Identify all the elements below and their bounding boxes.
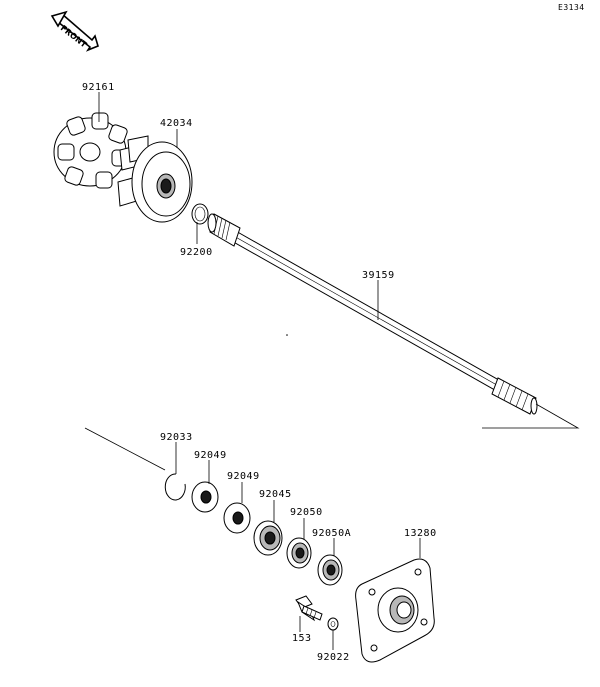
- part-label-92045: 92045: [259, 489, 292, 500]
- bolt-153: [295, 595, 323, 622]
- part-label-92161: 92161: [82, 82, 115, 93]
- washer-92022: [327, 617, 339, 631]
- part-label-92022: 92022: [317, 652, 350, 663]
- part-label-92049-b: 92049: [227, 471, 260, 482]
- circlip-92033: [164, 473, 186, 501]
- oil-seal-92050A: [317, 554, 343, 586]
- bearing-92045: [253, 520, 283, 556]
- housing-plate-13280: [355, 558, 435, 663]
- shaft-center-leader: [482, 403, 580, 429]
- seal-92049-b: [223, 502, 251, 534]
- seal-92049-a: [191, 481, 219, 513]
- part-label-92200: 92200: [180, 247, 213, 258]
- part-label-42034: 42034: [160, 118, 193, 129]
- part-label-39159: 39159: [362, 270, 395, 281]
- damper-92161: [53, 112, 129, 189]
- part-label-92050A: 92050A: [312, 528, 351, 539]
- drive-shaft-39159: [207, 213, 538, 415]
- figure-code: E3134: [558, 3, 585, 12]
- part-label-92049-a: 92049: [194, 450, 227, 461]
- front-arrow-icon: FRONT: [50, 10, 99, 52]
- coupling-42034: [117, 135, 193, 223]
- part-label-92050: 92050: [290, 507, 323, 518]
- part-label-153: 153: [292, 633, 312, 644]
- part-label-92033: 92033: [160, 432, 193, 443]
- bearing-stack-center-leader: [84, 427, 166, 471]
- part-label-13280: 13280: [404, 528, 437, 539]
- oil-seal-92050: [286, 537, 312, 569]
- washer-92200: [191, 203, 209, 225]
